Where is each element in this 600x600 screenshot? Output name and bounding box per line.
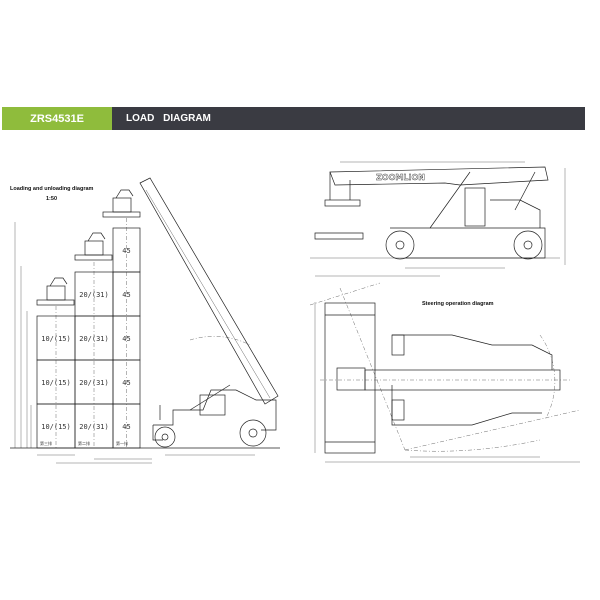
row-label: 第一排 xyxy=(116,440,128,446)
side-view-diagram: ZOOMLION xyxy=(310,161,566,277)
boom xyxy=(139,177,279,405)
steering-diagram-title: Steering operation diagram xyxy=(422,301,494,307)
reach-stacker-top xyxy=(324,302,561,454)
header-title: LOAD DIAGRAM xyxy=(112,107,585,130)
steering-diagram: Steering operation diagram xyxy=(309,282,581,463)
loading-diagram-title: Loading and unloading diagram xyxy=(10,186,94,192)
reach-stacker-side xyxy=(152,384,277,448)
model-label: ZRS4531E xyxy=(2,107,112,130)
reach-stacker-profile xyxy=(314,166,549,260)
turning-radius-lines xyxy=(309,282,581,452)
zoomlion-logo: ZOOMLION xyxy=(376,173,425,182)
row-label: 第三排 xyxy=(40,440,52,446)
header-bar: ZRS4531E LOAD DIAGRAM xyxy=(2,107,585,130)
row-label: 第二排 xyxy=(78,440,90,446)
container-capacity-label: 10/(15) xyxy=(41,379,71,387)
spreader-icon xyxy=(36,189,141,306)
container-capacity-label: 45 xyxy=(122,291,130,299)
loading-diagram: Loading and unloading diagram 1:50 10/(1… xyxy=(10,177,280,464)
container-stacks: 10/(15)10/(15)10/(15)第三排20/(31)20/(31)20… xyxy=(36,218,141,449)
container-capacity-label: 20/(31) xyxy=(79,335,109,343)
loading-diagram-scale: 1:50 xyxy=(46,196,57,202)
